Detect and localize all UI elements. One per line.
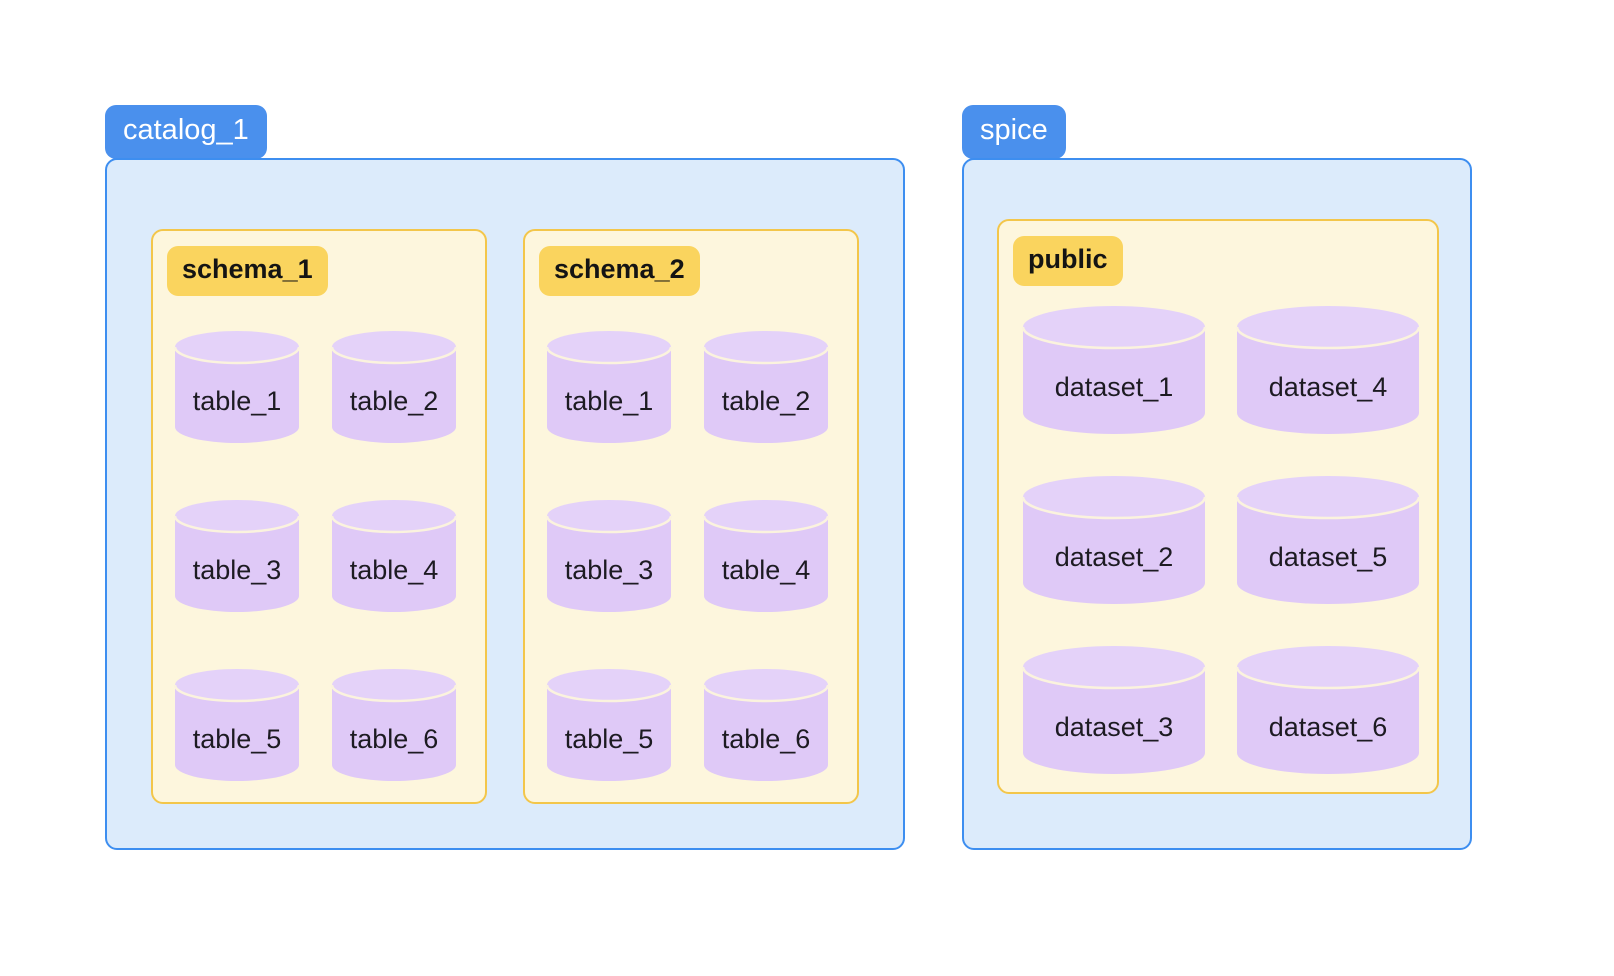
dataset-cylinder-label: dataset_3 — [1054, 712, 1174, 742]
table-cylinder-label: table_1 — [564, 386, 654, 416]
catalog-box-spice[interactable]: public dataset_1 data — [962, 158, 1472, 850]
schema-badge-schema_1[interactable]: schema_1 — [167, 246, 328, 296]
table-cylinder-icon[interactable]: table_5 — [545, 669, 673, 781]
table-cylinder-icon[interactable]: table_6 — [702, 669, 830, 781]
table-cylinder-icon[interactable]: table_4 — [330, 500, 458, 612]
dataset-cylinder-label: dataset_4 — [1268, 372, 1388, 402]
table-cylinder-label: table_3 — [564, 555, 654, 585]
table-cylinder-icon[interactable]: table_1 — [545, 331, 673, 443]
dataset-cylinder-icon[interactable]: dataset_3 — [1021, 646, 1207, 774]
table-cylinder-label: table_5 — [192, 724, 282, 754]
table-cylinder-label: table_1 — [192, 386, 282, 416]
table-cylinder-icon[interactable]: table_3 — [173, 500, 301, 612]
table-cylinder-label: table_6 — [721, 724, 811, 754]
table-cylinder-label: table_4 — [721, 555, 811, 585]
catalog-badge-spice[interactable]: spice — [962, 105, 1066, 159]
catalog-group-spice: spice public dataset_1 — [962, 105, 1472, 850]
table-cylinder-icon[interactable]: table_4 — [702, 500, 830, 612]
table-cylinder-icon[interactable]: table_2 — [330, 331, 458, 443]
table-cylinder-label: table_6 — [349, 724, 439, 754]
table-cylinder-label: table_5 — [564, 724, 654, 754]
table-cylinder-label: table_2 — [349, 386, 439, 416]
schema-badge-public[interactable]: public — [1013, 236, 1123, 286]
dataset-cylinder-icon[interactable]: dataset_5 — [1235, 476, 1421, 604]
dataset-cylinder-label: dataset_6 — [1268, 712, 1388, 742]
dataset-cylinder-icon[interactable]: dataset_2 — [1021, 476, 1207, 604]
table-cylinder-label: table_3 — [192, 555, 282, 585]
table-cylinder-icon[interactable]: table_6 — [330, 669, 458, 781]
dataset-cylinder-icon[interactable]: dataset_6 — [1235, 646, 1421, 774]
schema-box-public[interactable]: public dataset_1 data — [997, 219, 1439, 794]
schema-box-schema_1[interactable]: schema_1 table_1 tabl — [151, 229, 487, 804]
catalog-box-catalog_1[interactable]: schema_1 table_1 tabl — [105, 158, 905, 850]
table-cylinder-icon[interactable]: table_5 — [173, 669, 301, 781]
dataset-cylinder-label: dataset_2 — [1054, 542, 1174, 572]
catalog-badge-catalog_1[interactable]: catalog_1 — [105, 105, 267, 159]
dataset-cylinder-label: dataset_5 — [1268, 542, 1388, 572]
dataset-cylinder-label: dataset_1 — [1054, 372, 1174, 402]
table-cylinder-label: table_4 — [349, 555, 439, 585]
schema-box-schema_2[interactable]: schema_2 table_1 table_3 — [523, 229, 859, 804]
catalog-group-catalog_1: catalog_1 schema_1 table_1 — [105, 105, 905, 850]
table-cylinder-label: table_2 — [721, 386, 811, 416]
table-cylinder-icon[interactable]: table_2 — [702, 331, 830, 443]
schema-badge-schema_2[interactable]: schema_2 — [539, 246, 700, 296]
table-cylinder-icon[interactable]: table_3 — [545, 500, 673, 612]
dataset-cylinder-icon[interactable]: dataset_1 — [1021, 306, 1207, 434]
dataset-cylinder-icon[interactable]: dataset_4 — [1235, 306, 1421, 434]
table-cylinder-icon[interactable]: table_1 — [173, 331, 301, 443]
